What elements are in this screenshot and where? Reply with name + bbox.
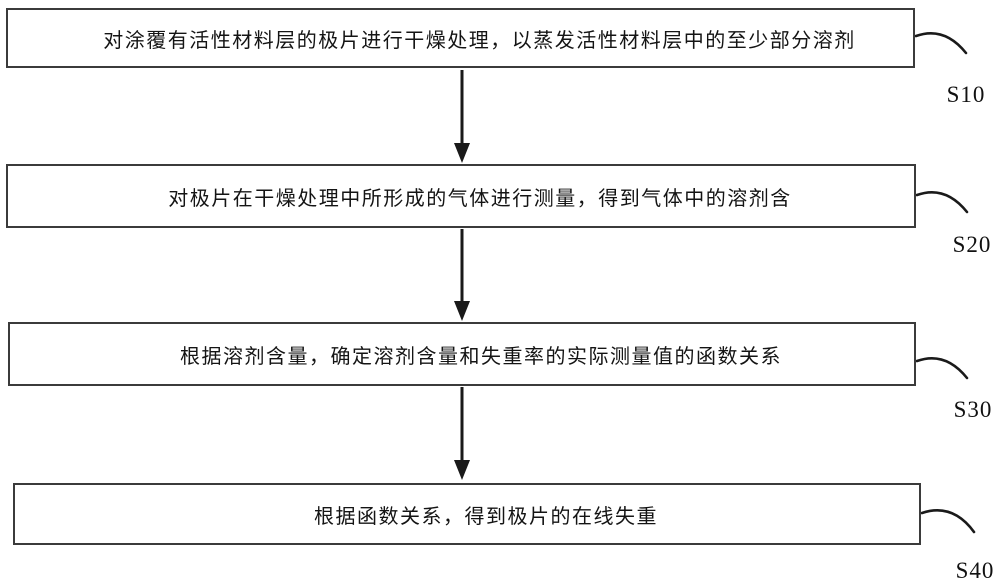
flow-arrow-down-1 <box>454 70 470 163</box>
reference-hook-s40 <box>921 509 976 534</box>
step-label-s30: S30 <box>953 397 993 422</box>
flow-arrow-down-3 <box>454 387 470 480</box>
reference-hook-s10 <box>915 32 968 55</box>
step-text-s40: 根据函数关系，得到极片的在线失重 <box>314 505 658 528</box>
step-text-s30: 根据溶剂含量，确定溶剂含量和失重率的实际测量值的函数关系 <box>180 345 782 368</box>
step-label-s40: S40 <box>955 558 995 583</box>
step-text-s10: 对涂覆有活性材料层的极片进行干燥处理，以蒸发活性材料层中的至少部分溶剂 <box>103 29 856 52</box>
step-box-s10: 对涂覆有活性材料层的极片进行干燥处理，以蒸发活性材料层中的至少部分溶剂 <box>6 8 915 68</box>
reference-hook-s20 <box>916 191 969 214</box>
step-box-s20: 对极片在干燥处理中所形成的气体进行测量，得到气体中的溶剂含 <box>6 164 916 228</box>
step-box-s30: 根据溶剂含量，确定溶剂含量和失重率的实际测量值的函数关系 <box>8 322 916 386</box>
reference-hook-s30 <box>916 357 969 380</box>
step-box-s40: 根据函数关系，得到极片的在线失重 <box>13 483 921 545</box>
flow-arrow-down-2 <box>454 229 470 321</box>
step-label-s10: S10 <box>946 82 986 107</box>
step-text-s20: 对极片在干燥处理中所形成的气体进行测量，得到气体中的溶剂含 <box>168 187 792 210</box>
step-label-s20: S20 <box>952 232 992 257</box>
